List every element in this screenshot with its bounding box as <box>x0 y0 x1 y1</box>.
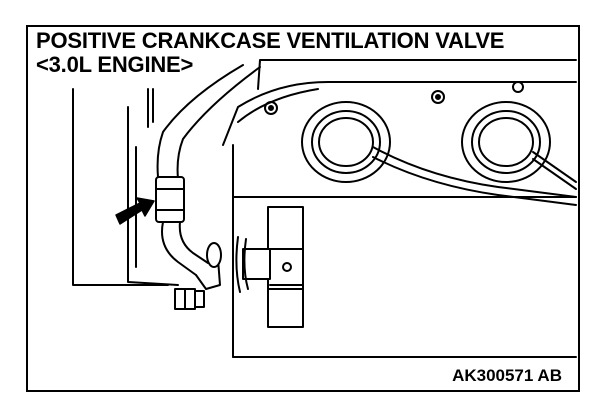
engine-block-outline <box>72 88 169 286</box>
rocker-cover-top-edge <box>257 59 577 90</box>
cover-bolt-1 <box>264 101 278 115</box>
oil-filler-block <box>267 206 304 328</box>
pointer-arrow-icon <box>115 197 155 225</box>
pcv-valve <box>161 221 197 276</box>
figure-id: AK300571 AB <box>449 366 565 386</box>
diagram-title: POSITIVE CRANKCASE VENTILATION VALVE <box>36 28 505 54</box>
engine-illustration <box>72 59 577 358</box>
ignition-wire-2 <box>532 151 577 183</box>
cover-bolt-2 <box>431 90 445 104</box>
ignition-wire-1 <box>372 146 577 198</box>
spark-plug-boss-1 <box>301 101 391 183</box>
diagram-frame: POSITIVE CRANKCASE VENTILATION VALVE <3.… <box>26 25 580 392</box>
hose-clamp <box>155 176 185 223</box>
pcv-hose <box>156 64 244 178</box>
spark-plug-boss-2 <box>461 101 551 183</box>
engine-label: <3.0L ENGINE> <box>36 52 194 78</box>
